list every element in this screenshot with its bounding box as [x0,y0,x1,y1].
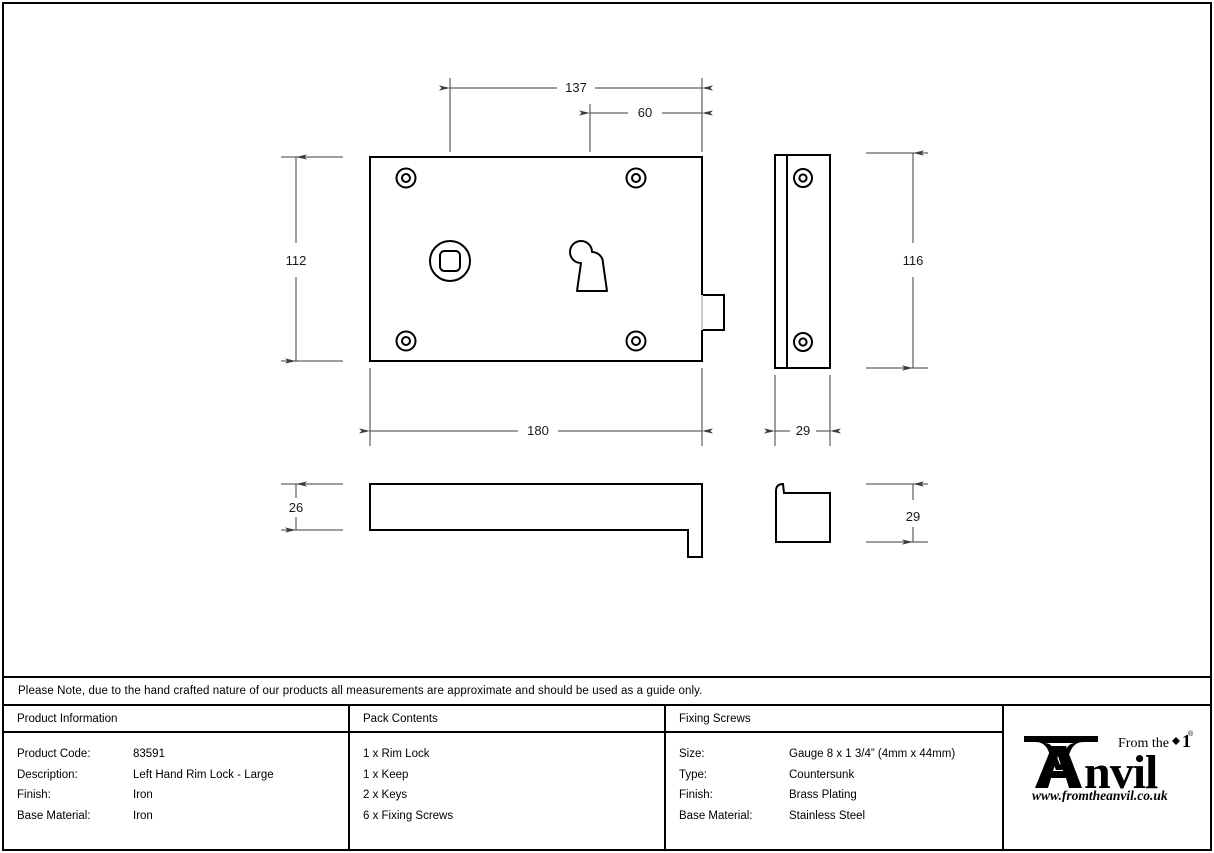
screw-type-label: Type: [679,768,708,781]
keyhole-icon [569,240,608,292]
logo-from-the-text: From the [1118,736,1169,751]
top-view-keep [775,482,831,543]
table-row: Size: Gauge 8 x 1 3/4” (4mm x 44mm) [679,744,1002,765]
svg-text:1: 1 [1182,731,1191,751]
dimension-26: 26 [281,481,343,533]
brand-logo-cell: nvil From the 1 ® www.fromtheanvil.co.uk [1004,706,1208,851]
logo-website-text: www.fromtheanvil.co.uk [1032,788,1168,802]
list-item: 1 x Rim Lock [363,748,430,760]
table-row: Type: Countersunk [679,765,1002,786]
screw-finish-value: Brass Plating [789,789,857,801]
screw-hole-icon [625,167,647,189]
front-view-rim-lock [369,156,725,362]
finish-value: Iron [133,789,153,801]
screw-base-material-value: Stainless Steel [789,809,866,822]
dimension-29-top: 29 [764,375,841,446]
list-item: 1 x Keep [363,768,409,781]
keep-top-profile [775,482,831,543]
table-row: Base Material: Stainless Steel [679,806,1002,827]
table-row: Finish: Iron [17,785,348,806]
pack-contents-column: Pack Contents 1 x Rim Lock 1 x Keep 2 x … [350,706,666,851]
dimension-29-top-label: 29 [796,423,810,438]
product-code-label: Product Code: [17,748,91,760]
registered-mark: ® [1188,730,1194,738]
description-label: Description: [17,768,78,781]
finish-label: Finish: [17,789,51,801]
table-row: Description: Left Hand Rim Lock - Large [17,765,348,786]
screw-hole-icon [395,167,417,189]
dimension-60: 60 [579,104,713,152]
screw-hole-icon [793,168,813,188]
table-row: Base Material: Iron [17,806,348,827]
dimension-180-label: 180 [527,423,549,438]
list-item: 2 x Keys [363,789,408,801]
dimension-137: 137 [439,78,713,152]
information-block: Please Note, due to the hand crafted nat… [4,676,1210,851]
technical-drawing-canvas: 137 60 112 [281,78,928,558]
screw-hole-icon [793,332,813,352]
lock-top-profile [369,483,703,558]
fixing-screws-header: Fixing Screws [666,706,1002,733]
dimension-26-label: 26 [289,500,303,515]
from-the-anvil-logo: nvil From the 1 ® www.fromtheanvil.co.uk [1024,730,1194,802]
base-material-value: Iron [133,809,153,822]
list-item: 6 x Fixing Screws [363,809,454,822]
dimension-29-side-label: 29 [906,509,920,524]
dimension-112: 112 [281,154,343,364]
screw-hole-icon [395,330,417,352]
lock-body-outline [369,156,703,362]
pack-contents-body: 1 x Rim Lock 1 x Keep 2 x Keys 6 x Fixin… [350,733,664,826]
dimension-116: 116 [866,150,928,371]
disclaimer-note-text: Please Note, due to the hand crafted nat… [18,685,703,697]
dimension-29-side: 29 [866,481,928,545]
dimension-137-label: 137 [565,80,587,95]
spindle-hole-icon [429,240,471,282]
description-value: Left Hand Rim Lock - Large [133,768,274,781]
base-material-label: Base Material: [17,809,91,822]
table-row: Product Code: 83591 [17,744,348,765]
product-code-value: 83591 [133,748,165,760]
top-view-rim-lock [369,483,703,558]
screw-size-label: Size: [679,748,705,760]
dimension-180: 180 [359,368,713,446]
product-information-column: Product Information Product Code: 83591 … [4,706,350,851]
product-information-body: Product Code: 83591 Description: Left Ha… [4,733,348,826]
fixing-screws-body: Size: Gauge 8 x 1 3/4” (4mm x 44mm) Type… [666,733,1002,826]
disclaimer-note-row: Please Note, due to the hand crafted nat… [4,676,1210,706]
screw-size-value: Gauge 8 x 1 3/4” (4mm x 44mm) [789,748,956,760]
dimension-60-label: 60 [638,105,652,120]
screw-type-value: Countersunk [789,768,855,781]
dimension-112-label: 112 [286,253,307,268]
screw-finish-label: Finish: [679,789,713,801]
table-row: Finish: Brass Plating [679,785,1002,806]
screw-base-material-label: Base Material: [679,809,753,822]
dimension-116-label: 116 [903,253,924,268]
pack-contents-header: Pack Contents [350,706,664,733]
latch-bolt-icon [701,294,725,331]
screw-hole-icon [625,330,647,352]
product-information-header: Product Information [4,706,348,733]
specification-table: Product Information Product Code: 83591 … [4,706,1210,851]
brand-logo-column: nvil From the 1 ® www.fromtheanvil.co.uk [1004,706,1208,851]
fixing-screws-column: Fixing Screws Size: Gauge 8 x 1 3/4” (4m… [666,706,1004,851]
side-view-keep [774,154,831,369]
svg-text:nvil: nvil [1084,746,1158,799]
